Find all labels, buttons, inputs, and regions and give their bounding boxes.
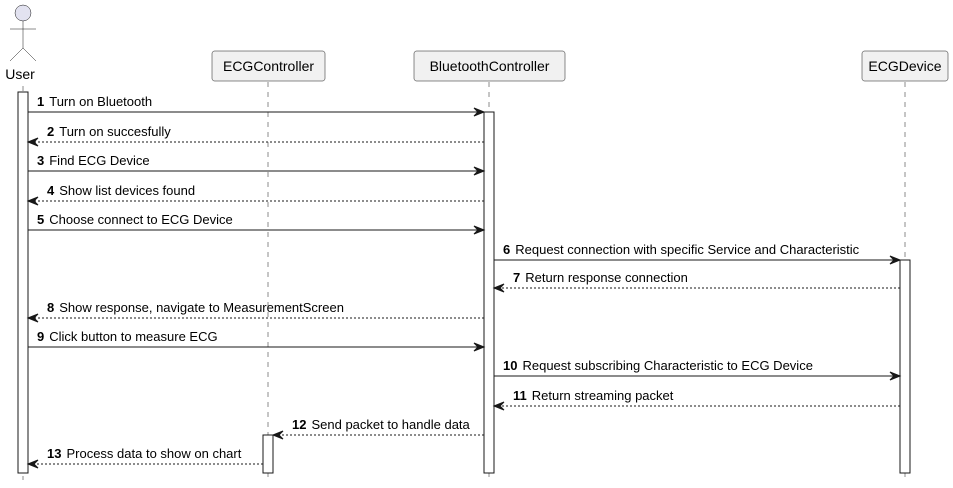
message-label: 1 Turn on Bluetooth	[37, 94, 152, 109]
message-number: 6	[503, 242, 510, 257]
participant-label-ecgdevice: ECGDevice	[868, 58, 941, 74]
message-text: Click button to measure ECG	[49, 329, 217, 344]
message-label: 12 Send packet to handle data	[292, 417, 471, 432]
message-number: 13	[47, 446, 61, 461]
message-1: 1 Turn on Bluetooth	[28, 94, 486, 117]
actor-head-icon	[14, 4, 32, 22]
message-text: Choose connect to ECG Device	[49, 212, 233, 227]
arrowhead-icon	[26, 313, 39, 323]
message-12: 12 Send packet to handle data	[271, 417, 484, 440]
message-label: 7 Return response connection	[513, 270, 688, 285]
participant-box-ecgcontroller	[211, 50, 326, 82]
message-text: Show list devices found	[59, 183, 195, 198]
message-number: 12	[292, 417, 306, 432]
message-number: 8	[47, 300, 54, 315]
participant-label-bluetoothcontroller: BluetoothController	[430, 58, 550, 74]
message-number: 11	[513, 388, 527, 403]
participant-ecgcontroller: ECGController	[211, 50, 326, 82]
message-text: Request subscribing Characteristic to EC…	[522, 358, 812, 373]
activation-ecgdevice	[899, 259, 911, 474]
message-number: 7	[513, 270, 520, 285]
message-number: 3	[37, 153, 44, 168]
arrowhead-icon	[473, 166, 486, 176]
message-text: Return response connection	[525, 270, 688, 285]
participant-box-bluetoothcontroller	[413, 50, 566, 82]
message-number: 4	[47, 183, 55, 198]
message-label: 10 Request subscribing Characteristic to …	[503, 358, 813, 373]
actor-user: User	[5, 4, 37, 82]
message-label: 13 Process data to show on chart	[47, 446, 242, 461]
message-8: 8 Show response, navigate to MeasurementS…	[26, 300, 484, 323]
message-number: 2	[47, 124, 54, 139]
arrowhead-icon	[473, 107, 486, 117]
message-2: 2 Turn on succesfully	[26, 124, 484, 147]
arrowhead-icon	[889, 371, 902, 381]
participant-bluetoothcontroller: BluetoothController	[413, 50, 566, 82]
message-9: 9 Click button to measure ECG	[28, 329, 486, 352]
message-6: 6 Request connection with specific Servic…	[494, 242, 902, 265]
participant-box-ecgdevice	[861, 50, 949, 82]
message-11: 11 Return streaming packet	[492, 388, 900, 411]
message-5: 5 Choose connect to ECG Device	[28, 212, 486, 235]
message-4: 4 Show list devices found	[26, 183, 484, 206]
message-text: Show response, navigate to MeasurementSc…	[59, 300, 344, 315]
message-label: 8 Show response, navigate to MeasurementS…	[47, 300, 344, 315]
arrowhead-icon	[26, 137, 39, 147]
message-text: Return streaming packet	[532, 388, 674, 403]
activation-user	[17, 91, 29, 474]
message-number: 5	[37, 212, 44, 227]
message-number: 10	[503, 358, 517, 373]
participant-label-ecgcontroller: ECGController	[223, 58, 314, 74]
activation-ecgcontroller	[262, 434, 274, 474]
message-label: 2 Turn on succesfully	[47, 124, 171, 139]
arrowhead-icon	[473, 225, 486, 235]
message-text: Send packet to handle data	[311, 417, 470, 432]
actor-label-user: User	[5, 66, 35, 82]
message-text: Process data to show on chart	[66, 446, 241, 461]
arrowhead-icon	[492, 401, 505, 411]
activation-bluetoothcontroller	[483, 111, 495, 474]
arrowhead-icon	[271, 430, 284, 440]
message-text: Request connection with specific Service…	[515, 242, 859, 257]
message-13: 13 Process data to show on chart	[26, 446, 263, 469]
message-text: Turn on succesfully	[59, 124, 171, 139]
message-number: 1	[37, 94, 44, 109]
message-label: 6 Request connection with specific Servic…	[503, 242, 860, 257]
message-10: 10 Request subscribing Characteristic to …	[494, 358, 902, 381]
message-label: 9 Click button to measure ECG	[37, 329, 218, 344]
arrowhead-icon	[473, 342, 486, 352]
message-label: 11 Return streaming packet	[513, 388, 674, 403]
message-number: 9	[37, 329, 44, 344]
message-label: 4 Show list devices found	[47, 183, 195, 198]
message-label: 5 Choose connect to ECG Device	[37, 212, 233, 227]
message-7: 7 Return response connection	[492, 270, 900, 293]
arrowhead-icon	[492, 283, 505, 293]
message-3: 3 Find ECG Device	[28, 153, 486, 176]
participant-ecgdevice: ECGDevice	[861, 50, 949, 82]
message-label: 3 Find ECG Device	[37, 153, 150, 168]
message-text: Find ECG Device	[49, 153, 149, 168]
message-text: Turn on Bluetooth	[49, 94, 152, 109]
arrowhead-icon	[26, 459, 39, 469]
arrowhead-icon	[26, 196, 39, 206]
arrowhead-icon	[889, 255, 902, 265]
